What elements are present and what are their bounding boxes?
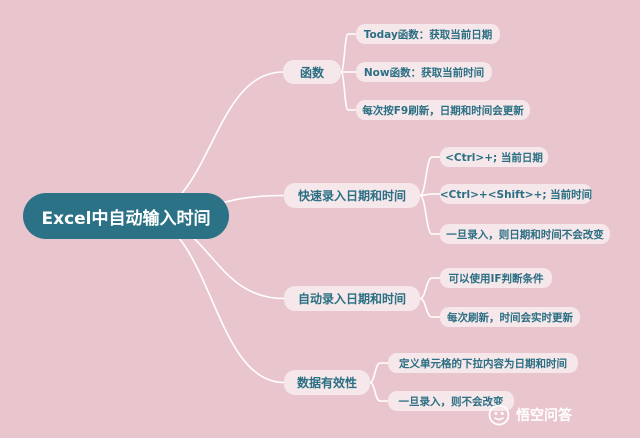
branch-node-data-validation: 数据有效性 [284, 370, 370, 395]
connector-root-branch [138, 215, 285, 384]
connector-branch-leaf [340, 33, 349, 73]
connector-branch-leaf [369, 362, 381, 384]
connector-branch-leaf [419, 194, 433, 235]
leaf-f9-refresh: 每次按F9刷新，日期和时间会更新 [356, 100, 530, 120]
leaf-ctrl-shift-semicolon: <Ctrl>+<Shift>+; 当前时间 [440, 184, 592, 204]
connector-branch-leaf [369, 381, 381, 402]
connector-branch-leaf [419, 297, 433, 318]
leaf-no-change: 一旦录入，则不会改变 [388, 391, 514, 411]
leaf-ctrl-semicolon: <Ctrl>+; 当前日期 [440, 147, 548, 167]
branch-node-quick-entry: 快速录入日期和时间 [284, 183, 420, 208]
watermark-text: 悟空问答 [516, 408, 572, 424]
wukong-logo-icon [488, 404, 510, 426]
root-node: Excel中自动输入时间 [23, 193, 229, 239]
watermark: 悟空问答 [488, 402, 636, 428]
branch-node-functions: 函数 [283, 60, 341, 84]
connector-branch-leaf [419, 156, 433, 197]
connector-branch-leaf [419, 277, 433, 300]
leaf-no-change-after-entry: 一旦录入，则日期和时间不会改变 [440, 224, 610, 244]
leaf-dropdown-date-time: 定义单元格的下拉内容为日期和时间 [388, 353, 578, 373]
connector-branch-leaf [340, 71, 349, 111]
leaf-now-function: Now函数：获取当前时间 [356, 62, 492, 82]
leaf-today-function: Today函数：获取当前日期 [356, 24, 500, 44]
branch-node-auto-entry: 自动录入日期和时间 [284, 286, 420, 311]
leaf-realtime-update: 每次刷新，时间会实时更新 [440, 307, 580, 327]
leaf-if-condition: 可以使用IF判断条件 [440, 268, 552, 288]
